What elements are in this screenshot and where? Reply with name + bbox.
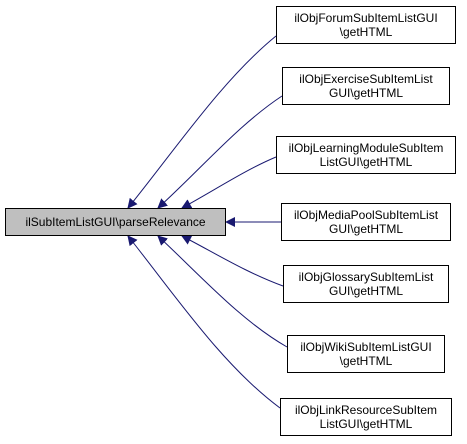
edge-wiki — [157, 235, 288, 348]
caller-node-glossary[interactable]: ilObjGlossarySubItemList GUI\getHTML — [283, 265, 449, 303]
caller-node-wiki[interactable]: ilObjWikiSubItemListGUI \getHTML — [287, 335, 445, 373]
caller-media-pool-line1: ilObjMediaPoolSubItemList — [293, 208, 439, 222]
edge-exercise — [157, 95, 283, 209]
edge-learning-module — [181, 156, 277, 209]
caller-node-media-pool[interactable]: ilObjMediaPoolSubItemList GUI\getHTML — [281, 203, 451, 241]
caller-wiki-line2: \getHTML — [339, 354, 393, 368]
edge-link-resource — [127, 235, 281, 409]
caller-exercise-line2: GUI\getHTML — [328, 86, 403, 100]
caller-wiki-line1: ilObjWikiSubItemListGUI — [300, 340, 432, 354]
root-function-node: ilSubItemListGUI\parseRelevance — [5, 208, 226, 236]
edge-forum — [127, 35, 277, 209]
caller-learning-module-line1: ilObjLearningModuleSubItem — [288, 141, 444, 155]
caller-node-learning-module[interactable]: ilObjLearningModuleSubItem ListGUI\getHT… — [276, 136, 456, 174]
caller-forum-line2: \getHTML — [339, 25, 393, 39]
caller-link-resource-line1: ilObjLinkResourceSubItem — [294, 403, 438, 417]
caller-node-link-resource[interactable]: ilObjLinkResourceSubItem ListGUI\getHTML — [280, 398, 452, 436]
caller-media-pool-line2: GUI\getHTML — [328, 222, 403, 236]
caller-glossary-line1: ilObjGlossarySubItemList — [298, 270, 434, 284]
caller-exercise-line1: ilObjExerciseSubItemList — [299, 72, 433, 86]
caller-learning-module-line2: ListGUI\getHTML — [319, 155, 413, 169]
caller-glossary-line2: GUI\getHTML — [328, 284, 403, 298]
edge-glossary — [181, 235, 284, 287]
root-function-label: ilSubItemListGUI\parseRelevance — [25, 215, 206, 229]
caller-node-exercise[interactable]: ilObjExerciseSubItemList GUI\getHTML — [282, 67, 450, 105]
caller-link-resource-line2: ListGUI\getHTML — [319, 417, 413, 431]
caller-forum-line1: ilObjForumSubItemListGUI — [294, 11, 438, 25]
caller-node-forum[interactable]: ilObjForumSubItemListGUI \getHTML — [276, 6, 456, 44]
